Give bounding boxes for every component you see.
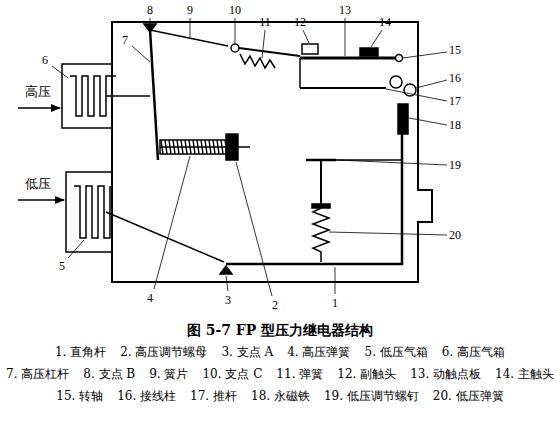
- contact-lever: [239, 48, 300, 56]
- callout-number: 11: [259, 15, 271, 29]
- leader-line: [226, 276, 228, 291]
- low-bellows-rod: [106, 212, 224, 262]
- leader-line: [154, 156, 190, 289]
- legend-item: 6. 高压气箱: [442, 345, 505, 359]
- terminal: [390, 76, 402, 88]
- callout-number: 18: [449, 118, 461, 132]
- legend-item: 16. 接线柱: [117, 389, 176, 403]
- leader-line: [337, 160, 447, 165]
- callout-number: 8: [147, 3, 153, 17]
- inlet-label: 低压: [25, 176, 51, 192]
- leader-line: [262, 30, 265, 58]
- callout-number: 19: [449, 158, 461, 172]
- leader-line: [371, 30, 382, 47]
- callout-number: 4: [147, 291, 153, 305]
- legend-item: 4. 高压弹簧: [287, 345, 350, 359]
- leader-line: [335, 267, 336, 294]
- low-adjust-screw: [320, 160, 322, 204]
- callout-number: 17: [449, 94, 461, 108]
- leader-line: [303, 30, 309, 43]
- leader-line: [52, 66, 68, 78]
- legend-item: 2. 高压调节螺母: [120, 345, 207, 359]
- callout-number: 10: [229, 3, 241, 17]
- high-pressure-nut: [226, 134, 238, 160]
- leader-line: [403, 52, 447, 58]
- leader-line: [68, 240, 84, 258]
- callout-number: 9: [187, 3, 193, 17]
- leader-line: [132, 46, 150, 62]
- leader-line: [150, 18, 151, 24]
- leader-line: [329, 232, 447, 235]
- leader-line: [416, 80, 447, 88]
- shaft: [396, 55, 403, 62]
- callout-number: 16: [449, 71, 461, 85]
- housing: [112, 22, 432, 282]
- auxiliary-contact: [302, 44, 318, 54]
- low-pressure-bellows: [74, 186, 110, 238]
- callout-number: 20: [449, 228, 461, 242]
- legend-item: 10. 支点 C: [202, 367, 262, 381]
- low-pressure-inlet: [18, 199, 64, 201]
- callout-number: 6: [42, 53, 48, 67]
- callout-number: 7: [122, 33, 128, 47]
- legend-item: 15. 转轴: [56, 389, 103, 403]
- legend-item: 20. 低压弹簧: [433, 389, 504, 403]
- bellows-rod: [106, 95, 150, 97]
- spring-11: [240, 54, 275, 68]
- pivot-a: [220, 266, 232, 274]
- legend-item: 3. 支点 A: [221, 345, 273, 359]
- figure-caption: 图 5-7 FP 型压力继电器结构: [187, 322, 373, 339]
- legend-item: 17. 推杆: [190, 389, 237, 403]
- callout-number: 5: [59, 259, 65, 273]
- callout-number: 14: [379, 15, 391, 29]
- low-pressure-spring: [313, 208, 329, 262]
- legend-item: 13. 动触点板: [410, 367, 481, 381]
- legend-item: 14. 主触头: [495, 367, 554, 381]
- leader-line: [409, 118, 447, 125]
- callout-number: 3: [225, 293, 231, 307]
- high-pressure-bellows-box: [62, 64, 112, 128]
- legend-item: 9. 簧片: [149, 367, 188, 381]
- callout-number: 12: [294, 15, 306, 29]
- legend-item: 12. 副触头: [337, 367, 396, 381]
- legend-item: 18. 永磁铁: [251, 389, 310, 403]
- legend-item: 7. 高压杠杆: [6, 367, 69, 381]
- legend-item: 1. 直角杆: [55, 345, 106, 359]
- high-pressure-inlet: [18, 107, 60, 109]
- leader-line: [386, 89, 447, 101]
- reed: [150, 30, 228, 46]
- legend-item: 5. 低压气箱: [365, 345, 428, 359]
- legend-item: 19. 低压调节螺钉: [324, 389, 419, 403]
- low-pressure-bellows-box: [66, 172, 112, 252]
- push-rod: [300, 87, 386, 89]
- right-angle-rod: [226, 110, 402, 264]
- leader-line: [190, 18, 191, 37]
- inlet-label: 高压: [25, 84, 51, 100]
- moving-contact-plate: [300, 57, 396, 60]
- leader-line: [236, 162, 272, 296]
- high-pressure-lever: [150, 30, 158, 160]
- legend-item: 8. 支点 B: [83, 367, 135, 381]
- push-rod-link: [299, 58, 301, 88]
- legend-item: 11. 弹簧: [276, 367, 323, 381]
- callout-number: 1: [332, 296, 338, 310]
- callout-number: 2: [272, 298, 278, 312]
- spring-seat: [312, 204, 330, 208]
- callout-number: 13: [339, 3, 351, 17]
- leader-line: [345, 18, 346, 56]
- main-contact: [360, 48, 378, 56]
- callout-number: 15: [449, 43, 461, 57]
- leader-line: [235, 18, 236, 43]
- pivot-c: [231, 44, 239, 52]
